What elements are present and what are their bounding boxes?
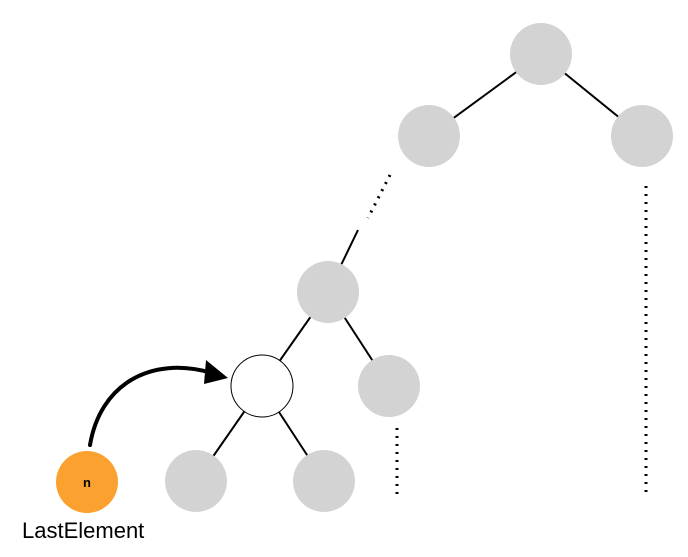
move-arrow <box>88 365 214 447</box>
node-level1-right <box>611 105 673 167</box>
last-element-caption: LastElement <box>22 518 145 543</box>
node-level1-left <box>398 105 460 167</box>
leaf-node-left <box>165 450 227 512</box>
arrow-head-icon <box>204 360 228 384</box>
last-element-node <box>56 451 118 513</box>
root-node <box>510 23 572 85</box>
last-element-node-label: n <box>83 475 91 490</box>
node-right-sibling <box>358 355 420 417</box>
leaf-node-right <box>293 450 355 512</box>
ellipsis-dots-left-branch <box>366 174 392 219</box>
subtree-root-node <box>297 261 359 323</box>
empty-target-node <box>230 354 294 418</box>
